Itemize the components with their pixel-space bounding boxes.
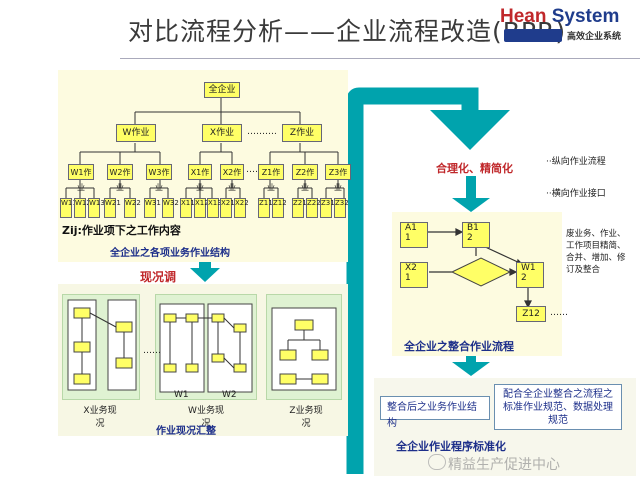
node-w1: W1 2 bbox=[516, 262, 544, 288]
logo-mark bbox=[504, 29, 562, 42]
node-a1: A1 1 bbox=[400, 222, 428, 248]
title-divider bbox=[120, 58, 640, 59]
integrated-dots: …… bbox=[550, 308, 568, 318]
restructure-notes: 废业务、作业、工作项目精简、合并、增加、修订及整合 bbox=[566, 229, 626, 275]
org-leaf-z22: Z22 bbox=[306, 198, 321, 218]
org-leaf-x12: X12 bbox=[194, 198, 209, 218]
org-leaf-x22: X22 bbox=[234, 198, 249, 218]
after-integration-box: 整合后之业务作业结构 bbox=[380, 396, 490, 429]
node-w1-num: 2 bbox=[521, 273, 527, 283]
z-current-caption: Z业务现况 bbox=[289, 406, 323, 429]
org-root-node: 全企业 bbox=[204, 82, 240, 98]
w2-group-label: W2 bbox=[222, 390, 237, 400]
rationalize-label: 合理化、精简化 bbox=[436, 162, 513, 175]
node-b1-num: 2 bbox=[467, 233, 473, 243]
org-leaf-w21: W21 bbox=[104, 198, 121, 218]
org-leaf-z31: Z31 bbox=[320, 198, 335, 218]
org-leaf-w11: W11 bbox=[60, 198, 77, 218]
current-flow-dots: …… bbox=[143, 346, 161, 356]
node-x2: X2 1 bbox=[400, 262, 428, 288]
logo-tagline: 高效企业系统 bbox=[567, 32, 622, 42]
node-w1-label: W1 bbox=[521, 263, 536, 273]
org-leaf-x21: X21 bbox=[220, 198, 235, 218]
org-leaf-x13: X13 bbox=[207, 198, 222, 218]
node-a1-num: 1 bbox=[405, 233, 411, 243]
w-current-caption: W业务现况 bbox=[188, 406, 224, 429]
org-leaf-z12: Z12 bbox=[272, 198, 287, 218]
node-x2-label: X2 bbox=[405, 263, 417, 273]
structure-caption: 全企业之各项业务作业结构 bbox=[110, 248, 230, 259]
watermark-text: 精益生产促进中心 bbox=[448, 457, 560, 473]
brand-logo: Hean System bbox=[500, 6, 619, 28]
org-node-z1: Z1作业 bbox=[258, 164, 284, 192]
w1-group-label: W1 bbox=[174, 390, 189, 400]
org-node-x: X作业 bbox=[202, 124, 242, 142]
logo-name-blue: System bbox=[546, 6, 620, 27]
org-leaf-z32: Z32 bbox=[334, 198, 349, 218]
org-leaf-w13: W13 bbox=[88, 198, 105, 218]
logo-name-red: Hean bbox=[500, 6, 547, 27]
integrated-flow-caption: 全企业之整合作业流程 bbox=[404, 340, 514, 353]
current-survey-label: 现况调 bbox=[140, 270, 177, 284]
supporting-standards-box: 配合全企业整合之流程之标准作业规范、数据处理规范 bbox=[494, 384, 622, 430]
standardization-caption: 全企业作业程序标准化 bbox=[396, 440, 506, 453]
org-leaf-w22: W22 bbox=[124, 198, 141, 218]
node-z12: Z12 bbox=[516, 306, 546, 322]
zij-note: Zij:作业项下之工作内容 bbox=[62, 224, 181, 237]
wechat-icon bbox=[428, 454, 446, 470]
org-leaf-z11: Z11 bbox=[258, 198, 273, 218]
page-title: 对比流程分析——企业流程改造(BPR) bbox=[128, 17, 567, 46]
org-node-w3: W3作业 bbox=[146, 164, 172, 192]
org-node-w1: W1作业 bbox=[68, 164, 94, 192]
horizontal-interface-note: ··横向作业接口 bbox=[546, 189, 606, 199]
org-level2-dots: …… bbox=[246, 165, 264, 175]
node-a1-label: A1 bbox=[405, 223, 417, 233]
org-node-w2: W2作业 bbox=[107, 164, 133, 192]
org-node-z3: Z3作业 bbox=[325, 164, 351, 192]
org-node-w: W作业 bbox=[116, 124, 156, 142]
x-current-caption: X业务现况 bbox=[83, 406, 117, 429]
current-summary-caption: 作业现况汇整 bbox=[156, 426, 216, 437]
node-x2-num: 1 bbox=[405, 273, 411, 283]
org-leaf-w31: W31 bbox=[144, 198, 161, 218]
org-node-x2: X2作业 bbox=[220, 164, 244, 192]
org-leaf-w12: W12 bbox=[74, 198, 91, 218]
org-leaf-x11: X11 bbox=[180, 198, 195, 218]
org-node-z: Z作业 bbox=[282, 124, 322, 142]
org-node-x1: X1作业 bbox=[188, 164, 212, 192]
vertical-flow-note: ··纵向作业流程 bbox=[546, 157, 606, 167]
node-b1: B1 2 bbox=[462, 222, 490, 248]
org-leaf-z21: Z21 bbox=[292, 198, 307, 218]
node-b1-label: B1 bbox=[467, 223, 479, 233]
org-node-z2: Z2作业 bbox=[292, 164, 318, 192]
org-leaf-w32: W32 bbox=[162, 198, 179, 218]
org-level1-dots: ………. bbox=[247, 127, 277, 137]
